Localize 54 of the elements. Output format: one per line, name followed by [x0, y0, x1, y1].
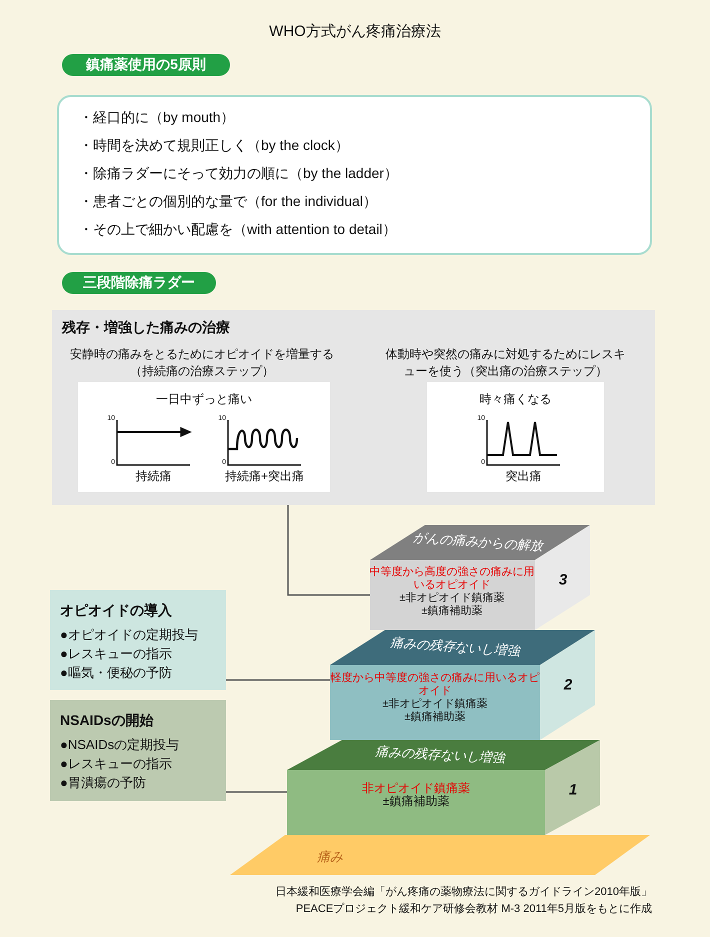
treatment-panel: [52, 310, 655, 505]
step-number: 2: [564, 676, 572, 694]
chart-title: 時々痛くなる: [478, 391, 552, 408]
axis-label: 持続痛+突出痛: [224, 468, 305, 485]
list-item: ●嘔気・便秘の予防: [60, 664, 172, 682]
drug-note: ±鎮痛補助薬: [382, 795, 450, 808]
list-item: ●オピオイドの定期投与: [60, 626, 198, 644]
ladder-step: [370, 525, 590, 630]
chart-title: 一日中ずっと痛い: [155, 391, 253, 408]
panel-subheading: 安静時の痛みをとるためにオピオイドを増量する（持続痛の治療ステップ）: [69, 346, 335, 380]
source-note: PEACEプロジェクト緩和ケア研修会教材 M-3 2011年5月版をもとに作成: [296, 902, 652, 916]
section-heading: 鎮痛薬使用の5原則: [62, 54, 230, 76]
ladder-step: [287, 740, 600, 835]
axis-label: 持続痛: [134, 468, 172, 485]
drug-class-label: 非オピオイド鎮痛薬: [361, 782, 471, 795]
step-top-label: がんの痛みからの解放: [412, 528, 544, 556]
step-top-label: 痛みの残存ないし増強: [390, 634, 520, 660]
step-number: 1: [568, 782, 578, 798]
box-heading: オピオイドの導入: [60, 602, 172, 620]
drug-class-label: 軽度から中等度の強さの痛みに用いるオピオイド: [330, 672, 540, 698]
panel-subheading: 体動時や突然の痛みに対処するためにレスキューを使う（突出痛の治療ステップ）: [384, 346, 627, 380]
drug-note: ±鎮痛補助薬: [420, 605, 484, 618]
drug-note: ±非オピオイド鎮痛薬: [381, 698, 489, 710]
source-note: 日本緩和医療学会編「がん疼痛の薬物療法に関するガイドライン2010年版」: [276, 884, 652, 899]
drug-note: ±鎮痛補助薬: [403, 711, 467, 724]
panel-heading: 残存・増強した痛みの治療: [62, 319, 230, 337]
list-item: ●胃潰瘍の予防: [60, 774, 146, 792]
connector-line: [226, 791, 287, 793]
step-number: 3: [558, 572, 568, 588]
drug-class-label: 中等度から高度の強さの痛みに用いるオピオイド: [370, 566, 534, 592]
chart-panel: [78, 382, 330, 492]
list-item: ・時間を決めて規則正しく（by the clock）: [79, 137, 349, 155]
list-item: ●NSAIDsの定期投与: [60, 736, 180, 754]
list-item: ・その上で細かい配慮を（with attention to detail）: [79, 221, 396, 239]
list-item: ・患者ごとの個別的な量で（for the individual）: [79, 193, 377, 211]
connector-line: [287, 505, 370, 596]
chart-panel: [427, 382, 604, 492]
drug-note: ±非オピオイド鎮痛薬: [398, 592, 506, 604]
box-heading: NSAIDsの開始: [60, 712, 154, 730]
section-heading: 三段階除痛ラダー: [62, 272, 216, 294]
list-item: ●レスキューの指示: [60, 645, 172, 663]
diagram-title: WHO方式がん疼痛治療法: [268, 22, 442, 41]
info-box: [50, 700, 226, 801]
base-label: 痛み: [317, 848, 343, 866]
ladder-base: [230, 835, 650, 875]
list-item: ・経口的に（by mouth）: [79, 109, 235, 127]
axis-label: 突出痛: [504, 468, 542, 485]
step-top-label: 痛みの残存ないし増強: [374, 742, 506, 768]
list-item: ・除痛ラダーにそって効力の順に（by the ladder）: [79, 165, 398, 183]
connector-line: [226, 679, 330, 681]
ladder-step: [330, 630, 595, 740]
list-item: ●レスキューの指示: [60, 755, 172, 773]
info-box: [50, 590, 226, 690]
principles-box: [57, 95, 652, 255]
